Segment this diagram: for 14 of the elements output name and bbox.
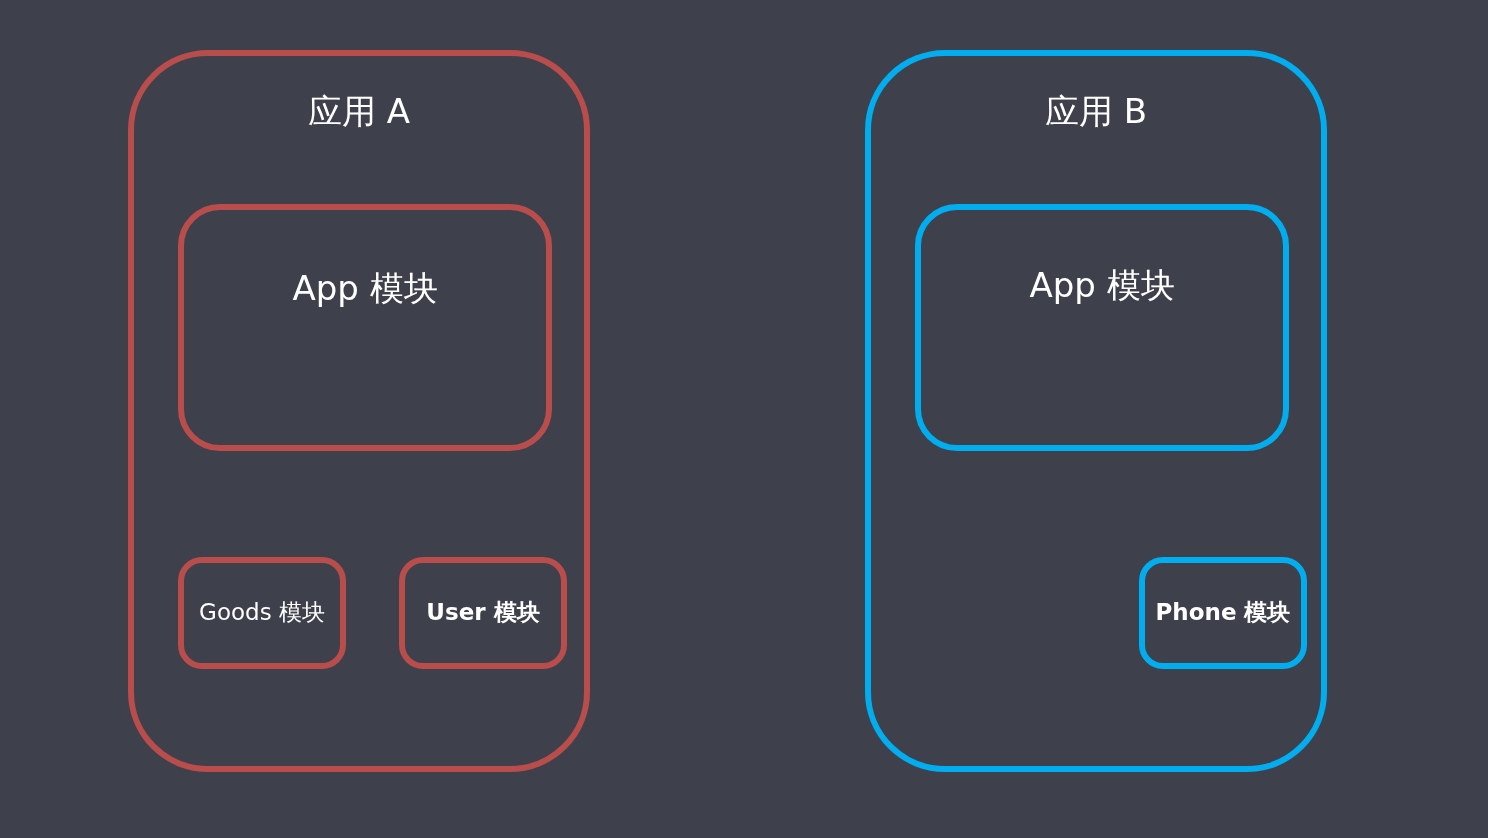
frame-title: 应用 A <box>306 90 412 132</box>
module-box <box>915 204 1289 451</box>
module-label: App 模块 <box>1028 264 1176 306</box>
frame-title: 应用 B <box>1043 90 1149 132</box>
application-frame <box>128 50 590 772</box>
module-box <box>178 557 346 669</box>
module-label: Goods 模块 <box>198 599 326 627</box>
module-box <box>178 204 552 451</box>
module-box <box>399 557 567 669</box>
module-label: Phone 模块 <box>1154 599 1292 627</box>
application-frame <box>865 50 1327 772</box>
module-box <box>1139 557 1307 669</box>
module-label: User 模块 <box>425 599 541 627</box>
module-label: App 模块 <box>291 267 439 309</box>
